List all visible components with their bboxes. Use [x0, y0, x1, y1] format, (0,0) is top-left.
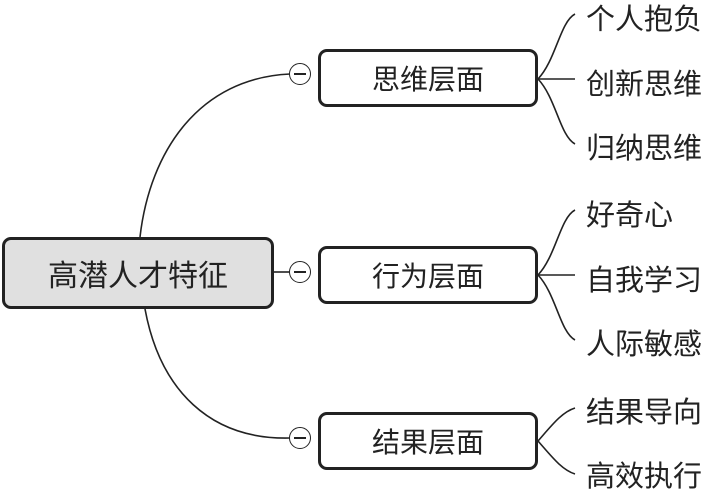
connector-b2-leaf-1 [537, 209, 576, 276]
branch-node-thinking[interactable]: 思维层面 [318, 49, 538, 107]
leaf-node[interactable]: 个人抱负 [586, 2, 703, 36]
root-node-label: 高潜人才特征 [48, 259, 228, 294]
leaf-node[interactable]: 结果导向 [586, 395, 703, 429]
branch-node-label: 结果层面 [371, 426, 484, 459]
connector-b2-leaf-3 [537, 274, 576, 341]
leaf-node[interactable]: 人际敏感 [586, 327, 703, 361]
leaf-node[interactable]: 创新思维 [586, 67, 703, 101]
connector-b1-leaf-1 [537, 13, 576, 80]
leaf-node[interactable]: 高效执行 [586, 459, 703, 493]
connector-b3-leaf-1 [537, 407, 576, 442]
minus-circle-icon[interactable] [289, 63, 311, 85]
minus-circle-icon[interactable] [289, 427, 311, 449]
leaf-node[interactable]: 归纳思维 [586, 131, 703, 165]
connector-b3-leaf-2 [537, 440, 576, 475]
connector-b1-leaf-3 [537, 78, 576, 145]
connector-root-branch-1 [139, 73, 291, 238]
branch-node-label: 行为层面 [371, 260, 484, 293]
leaf-node[interactable]: 好奇心 [586, 198, 674, 232]
minus-circle-icon[interactable] [289, 261, 311, 283]
branch-node-behavior[interactable]: 行为层面 [318, 246, 538, 304]
branch-node-result[interactable]: 结果层面 [318, 412, 538, 470]
root-node[interactable]: 高潜人才特征 [2, 237, 274, 309]
branch-node-label: 思维层面 [371, 63, 484, 96]
leaf-node[interactable]: 自我学习 [586, 263, 703, 297]
connector-root-branch-3 [144, 308, 291, 439]
